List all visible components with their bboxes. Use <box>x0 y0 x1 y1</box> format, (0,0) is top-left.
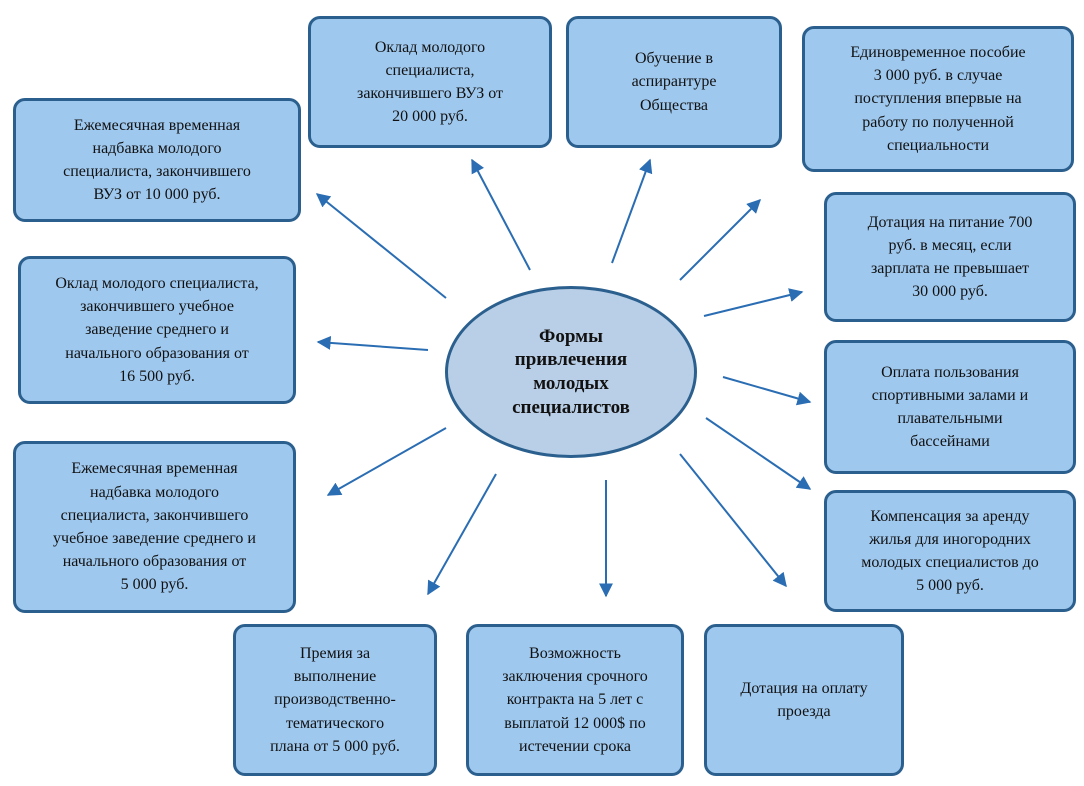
box-salary-vuz: Оклад молодого специалиста, закончившего… <box>308 16 552 148</box>
arrow-to-plan-bonus <box>427 473 497 596</box>
arrow-to-rent <box>705 417 812 490</box>
box-monthly-bonus-vuz-text: Ежемесячная временная надбавка молодого … <box>63 116 251 204</box>
box-contract: Возможность заключения срочного контракт… <box>466 624 684 776</box>
box-monthly-bonus-school: Ежемесячная временная надбавка молодого … <box>13 441 296 613</box>
arrow-to-postgrad <box>611 158 653 264</box>
box-rent-text: Компенсация за аренду жилья для иногород… <box>861 507 1039 595</box>
center-title: Формы привлечения молодых специалистов <box>512 325 630 418</box>
arrow-to-food-subsidy <box>703 288 804 317</box>
box-food-subsidy-text: Дотация на питание 700 руб. в месяц, есл… <box>867 213 1033 301</box>
box-sports-text: Оплата пользования спортивными залами и … <box>871 363 1029 451</box>
arrow-to-travel <box>679 453 787 588</box>
box-salary-school-text: Оклад молодого специалиста, закончившего… <box>55 275 259 385</box>
box-plan-bonus: Премия за выполнение производственно- те… <box>233 624 437 776</box>
box-plan-bonus-text: Премия за выполнение производственно- те… <box>270 645 400 755</box>
arrow-to-sports <box>722 376 812 406</box>
box-postgrad-text: Обучение в аспирантуре Общества <box>631 50 717 114</box>
center-ellipse: Формы привлечения молодых специалистов <box>445 286 697 458</box>
box-food-subsidy: Дотация на питание 700 руб. в месяц, есл… <box>824 192 1076 322</box>
box-travel: Дотация на оплату проезда <box>704 624 904 776</box>
box-monthly-bonus-school-text: Ежемесячная временная надбавка молодого … <box>53 460 256 594</box>
box-salary-vuz-text: Оклад молодого специалиста, закончившего… <box>357 38 503 126</box>
box-sports: Оплата пользования спортивными залами и … <box>824 340 1076 474</box>
arrow-to-monthly-bonus-school <box>326 427 447 496</box>
arrow-to-monthly-bonus-vuz <box>315 193 447 299</box>
box-postgrad: Обучение в аспирантуре Общества <box>566 16 782 148</box>
box-one-time-allowance-text: Единовременное пособие 3 000 руб. в случ… <box>850 44 1026 154</box>
box-one-time-allowance: Единовременное пособие 3 000 руб. в случ… <box>802 26 1074 172</box>
arrow-to-salary-vuz <box>471 158 531 271</box>
box-rent: Компенсация за аренду жилья для иногород… <box>824 490 1076 612</box>
arrow-to-one-time-allowance <box>679 199 761 281</box>
box-contract-text: Возможность заключения срочного контракт… <box>502 645 648 755</box>
box-monthly-bonus-vuz: Ежемесячная временная надбавка молодого … <box>13 98 301 222</box>
box-salary-school: Оклад молодого специалиста, закончившего… <box>18 256 296 404</box>
arrow-to-salary-school <box>316 335 429 351</box>
box-travel-text: Дотация на оплату проезда <box>740 679 868 720</box>
